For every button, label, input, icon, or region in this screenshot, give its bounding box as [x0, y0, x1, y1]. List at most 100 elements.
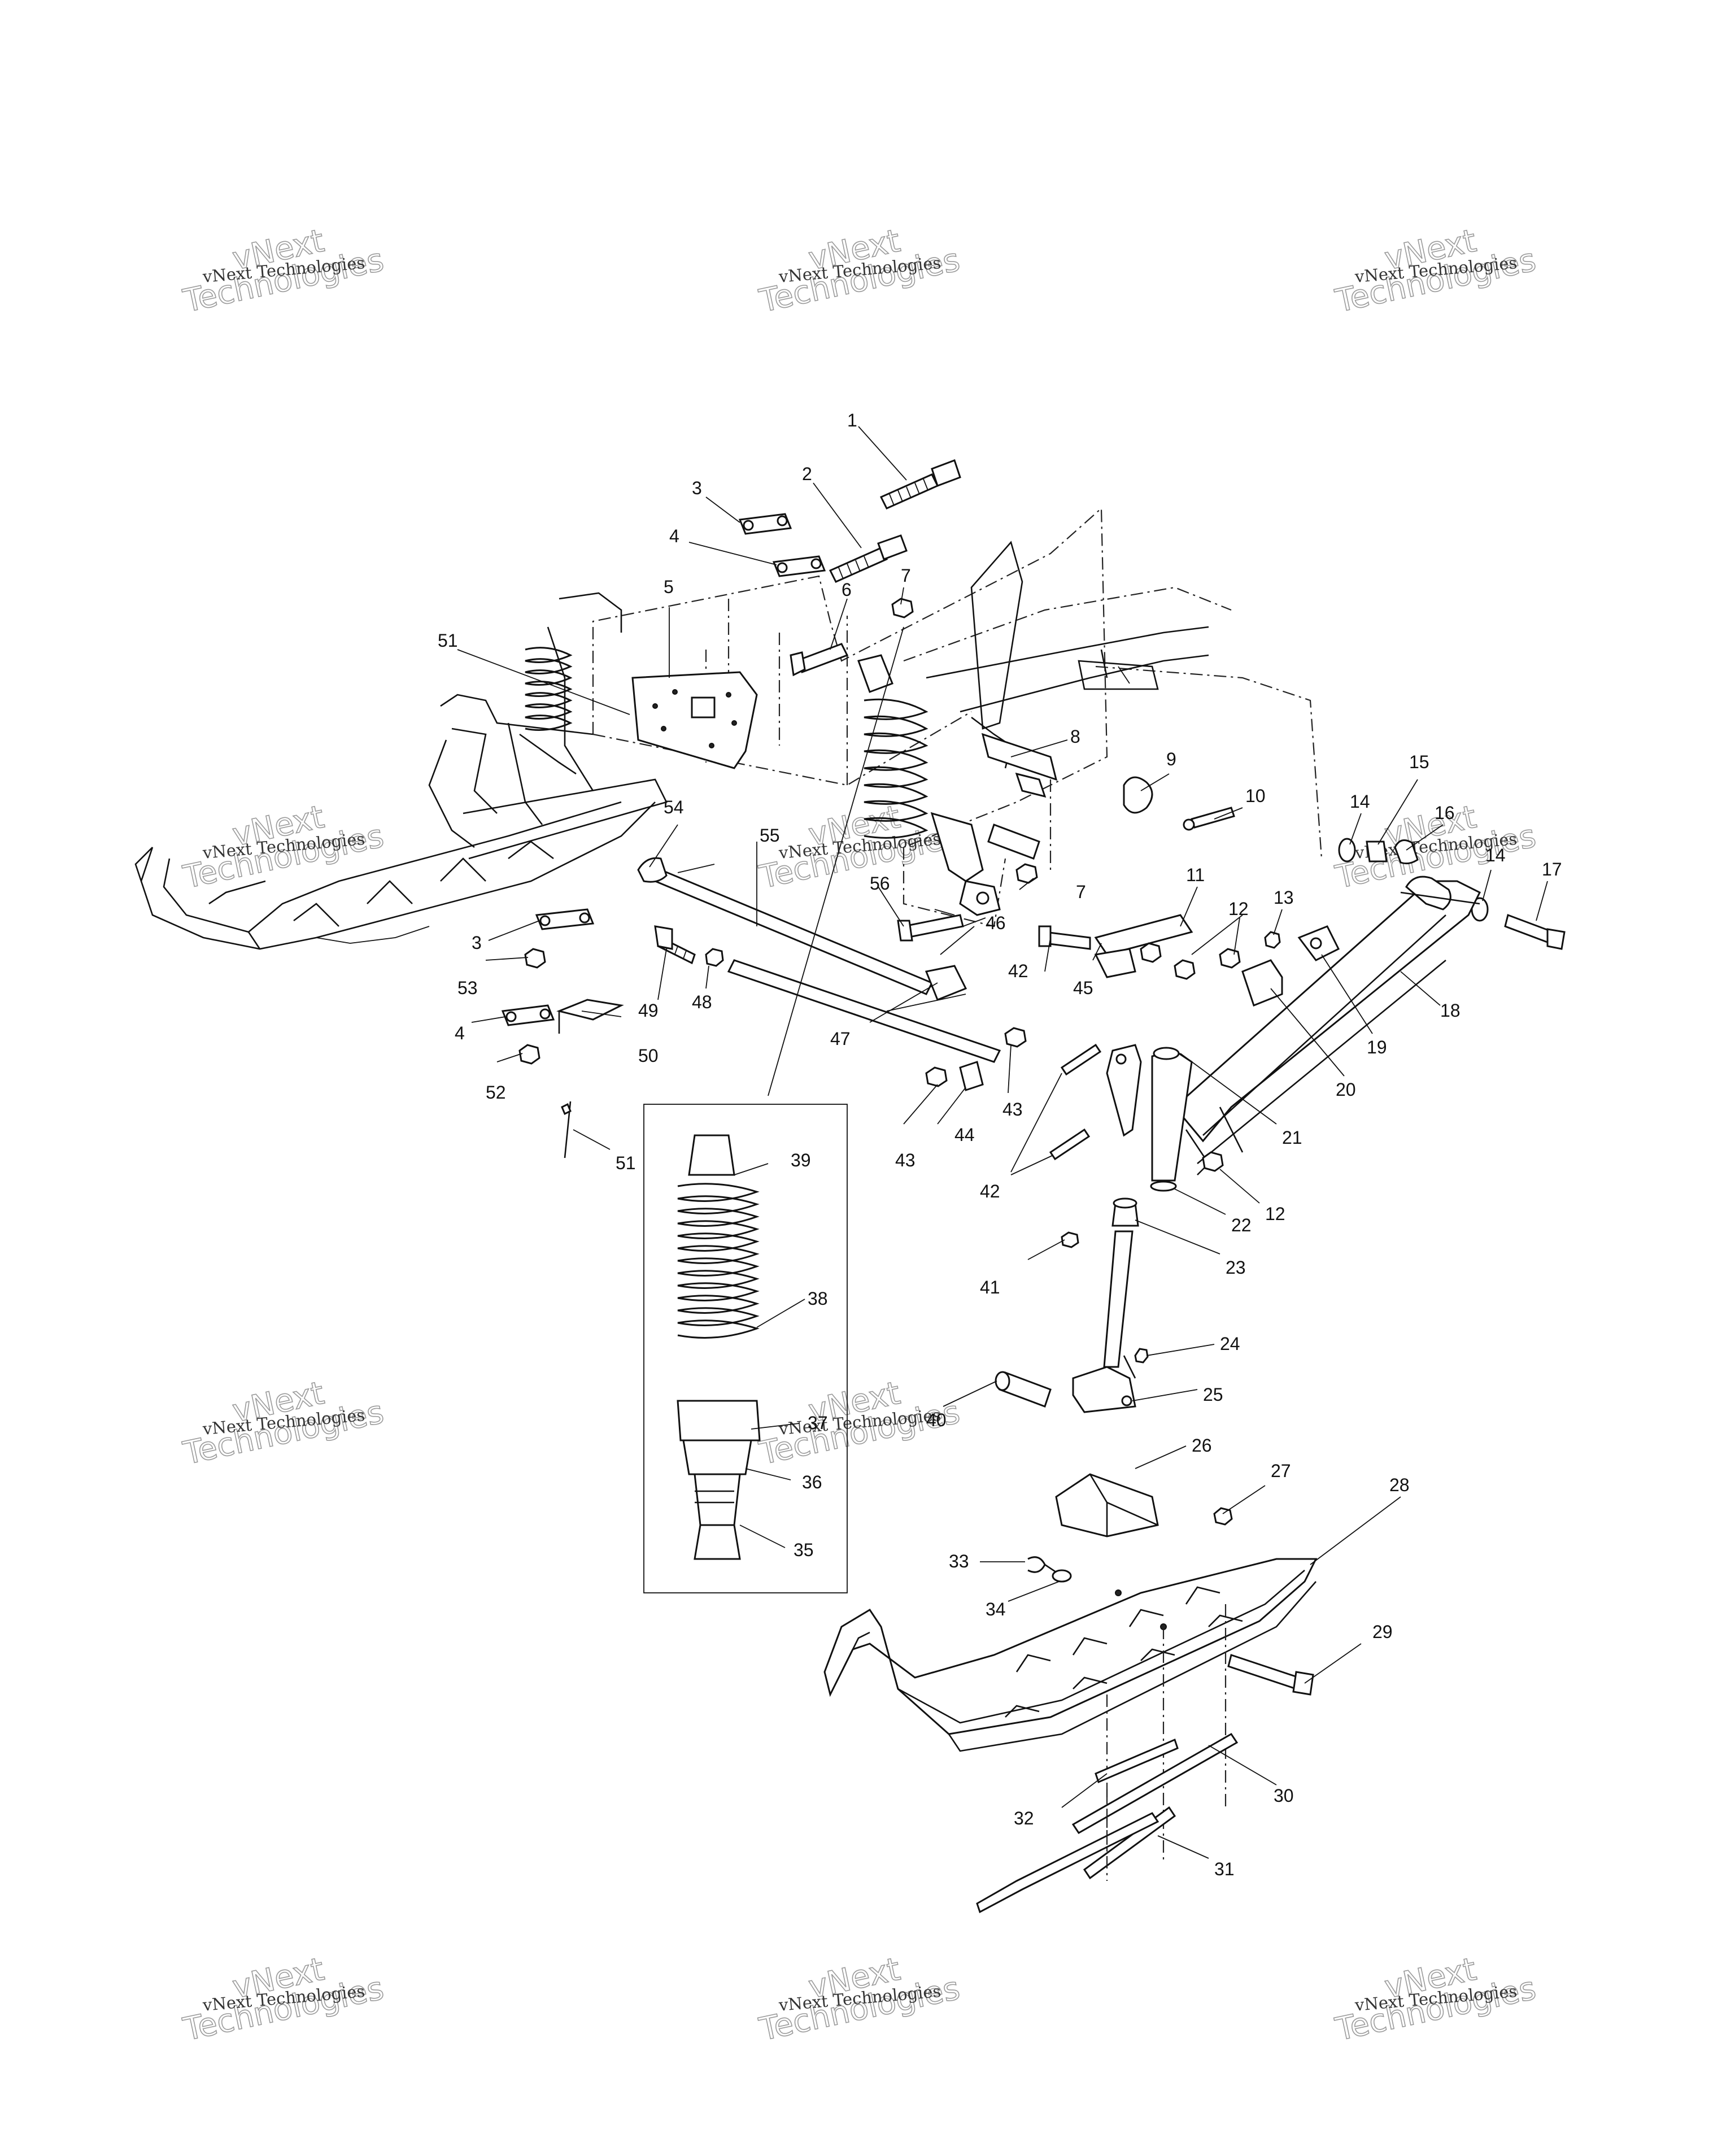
- tie-rods: [637, 857, 1001, 1063]
- label-54: 54: [664, 797, 684, 817]
- tunnel-rails: [926, 541, 1209, 769]
- label-24: 24: [1220, 1334, 1240, 1354]
- label-51b: 51: [616, 1153, 636, 1173]
- label-30: 30: [1274, 1785, 1294, 1806]
- inset-shock-detail: [643, 1104, 848, 1593]
- label-48: 48: [692, 992, 712, 1012]
- left-link-plates: [501, 908, 595, 1065]
- drawing: 1 2 3 4 5 6 7 8 9 10 11 12 13 14 15 16 1…: [134, 410, 1566, 1914]
- label-39: 39: [791, 1150, 811, 1170]
- ski-hardware: [1027, 1556, 1072, 1583]
- label-3: 3: [692, 478, 702, 498]
- label-40: 40: [926, 1410, 947, 1430]
- upper-link-plates: [738, 513, 826, 577]
- brackets: [1241, 925, 1340, 1007]
- label-28: 28: [1389, 1475, 1410, 1495]
- upper-bolts: [790, 459, 961, 677]
- label-46: 46: [986, 913, 1006, 933]
- front-ski: [823, 1558, 1318, 1864]
- label-8: 8: [1070, 726, 1080, 747]
- label-11: 11: [1186, 865, 1205, 885]
- label-23: 23: [1226, 1257, 1246, 1278]
- bellcrank: [1094, 914, 1241, 980]
- label-20: 20: [1336, 1079, 1356, 1100]
- tie-rod-ends: [556, 925, 724, 1034]
- lower-pin: [561, 1101, 572, 1158]
- watermark: Technologies vNext vNext Technologies: [180, 222, 387, 320]
- label-4b: 4: [455, 1023, 465, 1043]
- watermark: Technologies vNext vNext Technologies: [1332, 222, 1540, 320]
- label-7: 7: [901, 565, 911, 586]
- watermark: Technologies vNext vNext Technologies: [756, 222, 964, 320]
- label-12: 12: [1228, 899, 1249, 919]
- ski-saddle: [1055, 1473, 1233, 1537]
- watermark: Technologies vNext vNext Technologies: [180, 1950, 387, 2049]
- label-51: 51: [438, 630, 458, 651]
- a-arm-hardware: [925, 1027, 1224, 1172]
- mounting-plate: [631, 671, 758, 769]
- label-1: 1: [847, 410, 857, 430]
- label-47: 47: [830, 1029, 851, 1049]
- label-18: 18: [1440, 1000, 1461, 1021]
- nuts: [891, 598, 1038, 884]
- label-22: 22: [1231, 1215, 1252, 1235]
- misc-hardware: [897, 914, 1091, 950]
- label-50: 50: [638, 1046, 659, 1066]
- label-43: 43: [895, 1150, 916, 1170]
- label-37: 37: [808, 1413, 828, 1433]
- a-arm: [1173, 876, 1481, 1175]
- link-arm: [981, 733, 1058, 860]
- background-ski-assembly: [134, 592, 668, 950]
- label-52: 52: [486, 1082, 506, 1103]
- label-32: 32: [1014, 1808, 1034, 1828]
- label-36: 36: [802, 1472, 822, 1492]
- label-27: 27: [1271, 1461, 1291, 1481]
- watermarks: Technologies vNext vNext Technologies Te…: [180, 222, 1540, 2049]
- label-16: 16: [1435, 803, 1455, 823]
- label-14b: 14: [1485, 845, 1506, 865]
- label-10: 10: [1245, 786, 1266, 806]
- wear-bars: [976, 1733, 1239, 1914]
- label-56: 56: [870, 873, 890, 894]
- label-55: 55: [760, 825, 780, 846]
- label-9: 9: [1166, 749, 1176, 769]
- label-13: 13: [1274, 887, 1294, 908]
- watermark: Technologies vNext vNext Technologies: [180, 798, 387, 896]
- label-44: 44: [954, 1125, 975, 1145]
- label-53: 53: [457, 978, 478, 998]
- label-2: 2: [802, 464, 812, 484]
- label-3b: 3: [472, 933, 482, 953]
- ski-bolt: [1227, 1654, 1314, 1696]
- label-49: 49: [638, 1000, 659, 1021]
- cap-and-pin: [1123, 776, 1235, 831]
- label-17: 17: [1542, 859, 1562, 879]
- label-31: 31: [1214, 1859, 1235, 1879]
- spindle: [1072, 1044, 1193, 1413]
- label-5: 5: [664, 577, 674, 597]
- label-7b: 7: [1076, 882, 1086, 902]
- leader-lines: [457, 426, 1548, 1859]
- part-number-labels: 1 2 3 4 5 6 7 8 9 10 11 12 13 14 15 16 1…: [438, 410, 1562, 1879]
- label-38: 38: [808, 1288, 828, 1309]
- main-shock-absorber: [857, 654, 1001, 916]
- label-21: 21: [1282, 1127, 1302, 1148]
- label-45: 45: [1073, 978, 1093, 998]
- label-12b: 12: [1265, 1204, 1285, 1224]
- label-15: 15: [1409, 752, 1429, 772]
- watermark: Technologies vNext vNext Technologies: [756, 1950, 964, 2049]
- watermark: Technologies vNext vNext Technologies: [1332, 1950, 1540, 2049]
- label-43b: 43: [1002, 1099, 1023, 1120]
- label-42b: 42: [1008, 961, 1028, 981]
- label-41: 41: [980, 1277, 1000, 1297]
- label-19: 19: [1367, 1037, 1387, 1057]
- label-29: 29: [1372, 1622, 1393, 1642]
- label-6: 6: [842, 580, 852, 600]
- watermark: Technologies vNext vNext Technologies: [180, 1374, 387, 1473]
- label-26: 26: [1192, 1435, 1212, 1456]
- label-25: 25: [1203, 1384, 1223, 1405]
- label-35: 35: [794, 1540, 814, 1560]
- label-34: 34: [986, 1599, 1006, 1619]
- label-14: 14: [1350, 791, 1370, 812]
- spindle-hardware: [995, 1231, 1149, 1408]
